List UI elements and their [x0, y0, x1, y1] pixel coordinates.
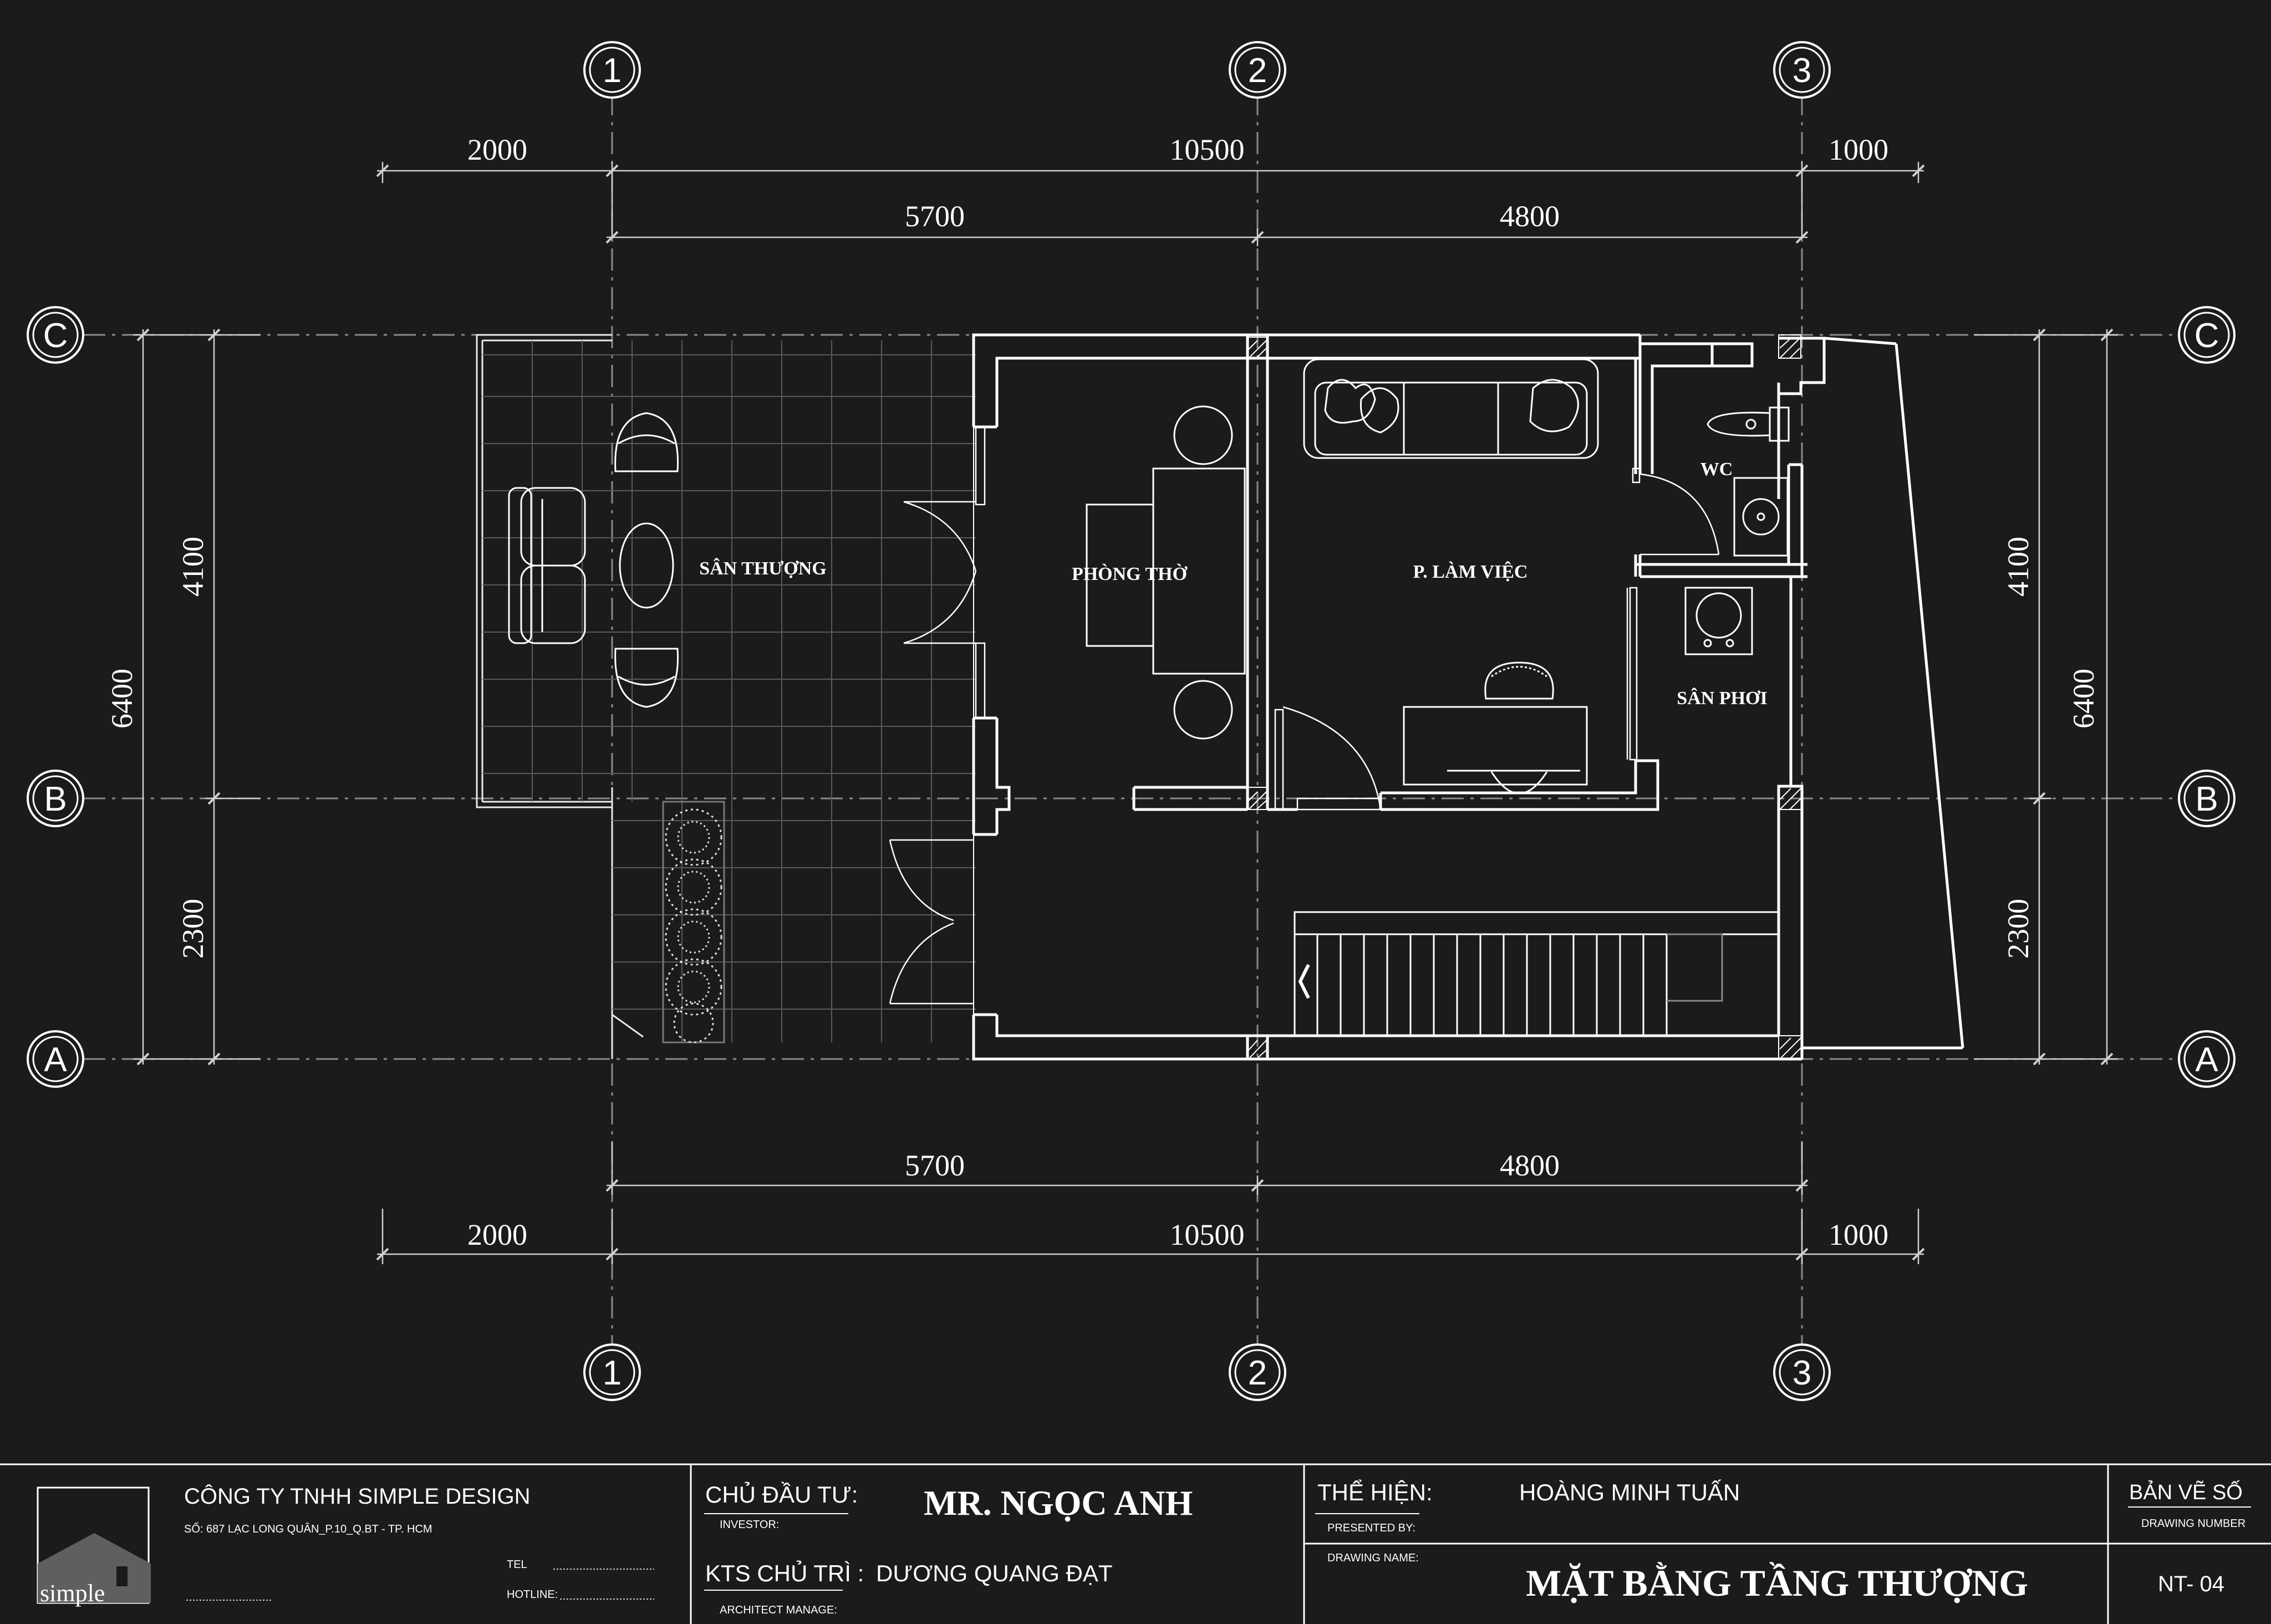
grid-label-a-left: A: [44, 1041, 67, 1079]
terrace-chair-icon-top: [614, 412, 679, 472]
presented-sub-label: PRESENTED BY:: [1327, 1522, 1415, 1534]
grid-bubble-row-c-left: [27, 306, 84, 364]
terrace-table-icon: [619, 522, 674, 609]
toilet-icon: [1707, 406, 1790, 442]
dim-left-2300: 2300: [176, 899, 210, 959]
dim-bottom-outer-2: 10500: [1170, 1218, 1245, 1251]
investor-name: MR. NGỌC ANH: [924, 1483, 1193, 1523]
hotline-label: HOTLINE:: [507, 1589, 558, 1601]
company-logo: simple: [37, 1486, 151, 1607]
terrace-area: [476, 334, 644, 1059]
grid-label-c-left: C: [43, 317, 68, 355]
office-walls: [1267, 335, 1964, 1050]
grid-bubble-col-3-bottom: [1773, 1343, 1831, 1401]
room-label-wc: WC: [1700, 459, 1733, 480]
washing-machine-icon: [1684, 587, 1753, 655]
grid-label-c-right: C: [2194, 317, 2219, 355]
grid-label-3-bottom: 3: [1793, 1354, 1811, 1392]
grid-bubble-col-2-top: [1229, 41, 1286, 99]
room-label-san-thuong: SÂN THƯỢNG: [699, 558, 827, 579]
sheet-sub-label: DRAWING NUMBER: [2141, 1518, 2245, 1530]
grid-label-a-right: A: [2195, 1041, 2218, 1079]
architect-label: KTS CHỦ TRÌ :: [705, 1560, 864, 1586]
grid-bubble-row-b-right: [2178, 770, 2236, 827]
sheet-number: NT- 04: [2158, 1572, 2224, 1596]
dim-right-4100: 4100: [2002, 537, 2035, 597]
grid-bubble-row-c-right: [2178, 306, 2236, 364]
logo-wordmark: simple: [40, 1580, 105, 1607]
grid-label-b-left: B: [44, 780, 67, 818]
stool-icon-bottom: [1173, 680, 1233, 740]
drawing-title: MẶT BẰNG TẦNG THƯỢNG: [1526, 1562, 2028, 1604]
dim-bottom-inner-1: 5700: [905, 1149, 965, 1182]
room-label-san-phoi: SÂN PHƠI: [1677, 688, 1767, 709]
investor-label: CHỦ ĐẦU TƯ:: [705, 1481, 858, 1508]
terrace-tile-grid: [482, 340, 976, 1042]
dim-top-outer-1: 2000: [467, 133, 527, 166]
altar-table-icon: [1086, 467, 1246, 675]
presented-label: THỂ HIỆN:: [1317, 1479, 1433, 1505]
grid-label-1-bottom: 1: [603, 1354, 622, 1392]
dim-bottom-outer-3: 1000: [1829, 1218, 1888, 1251]
office-desk-icon: [1403, 706, 1588, 795]
grid-label-3-top: 3: [1793, 52, 1811, 90]
dim-bottom-inner-2: 4800: [1500, 1149, 1560, 1182]
investor-sub-label: INVESTOR:: [720, 1519, 779, 1531]
presented-name: HOÀNG MINH TUẤN: [1519, 1479, 1740, 1505]
planter-shrubs-icon: [662, 801, 725, 1043]
office-chair-icon: [1484, 661, 1554, 700]
company-name: CÔNG TY TNHH SIMPLE DESIGN: [184, 1484, 531, 1509]
architect-sub-label: ARCHITECT MANAGE:: [720, 1604, 837, 1616]
dimension-lines: [133, 162, 2118, 1264]
grid-label-2-bottom: 2: [1248, 1354, 1267, 1392]
grid-bubble-col-1-top: [583, 41, 641, 99]
dim-left-4100: 4100: [176, 537, 210, 597]
grid-label-1-top: 1: [603, 52, 622, 90]
grid-bubble-col-3-top: [1773, 41, 1831, 99]
grid-bubbles: [27, 41, 2236, 1401]
grid-bubble-row-a-right: [2178, 1030, 2236, 1088]
tel-label: TEL: [507, 1559, 527, 1571]
dim-top-inner-2: 4800: [1500, 200, 1560, 233]
dim-top-outer-3: 1000: [1829, 133, 1888, 166]
dim-top-inner-1: 5700: [905, 200, 965, 233]
grid-bubble-row-a-left: [27, 1030, 84, 1088]
room-label-lam-viec: P. LÀM VIỆC: [1413, 561, 1528, 582]
sink-icon: [1733, 477, 1789, 557]
dim-top-outer-2: 10500: [1170, 133, 1245, 166]
terrace-sofa-icon: [508, 487, 586, 644]
room-label-phong-tho: PHÒNG THỜ: [1072, 563, 1188, 584]
grid-bubble-col-2-bottom: [1229, 1343, 1286, 1401]
dim-right-2300: 2300: [2002, 899, 2035, 959]
grid-bubble-row-b-left: [27, 770, 84, 827]
architect-name: DƯƠNG QUANG ĐẠT: [876, 1560, 1113, 1586]
company-address: SỐ: 687 LẠC LONG QUÂN_P.10_Q.BT - TP. HC…: [184, 1522, 432, 1535]
title-block-frame: [0, 1463, 2271, 1624]
sheet-label: BẢN VẼ SỐ: [2129, 1479, 2243, 1504]
grid-label-2-top: 2: [1248, 52, 1267, 90]
stool-icon-top: [1173, 405, 1233, 465]
staircase: [1294, 911, 1780, 1036]
dim-right-total: 6400: [2067, 669, 2100, 729]
terrace-chair-icon-bottom: [614, 648, 679, 708]
grid-bubble-col-1-bottom: [583, 1343, 641, 1401]
drawing-name-label: DRAWING NAME:: [1327, 1552, 1419, 1564]
dim-bottom-outer-1: 2000: [467, 1218, 527, 1251]
grid-label-b-right: B: [2195, 780, 2218, 818]
office-sofa-icon: [1303, 358, 1599, 459]
dim-left-total: 6400: [105, 669, 139, 729]
doors: [889, 426, 1720, 1015]
